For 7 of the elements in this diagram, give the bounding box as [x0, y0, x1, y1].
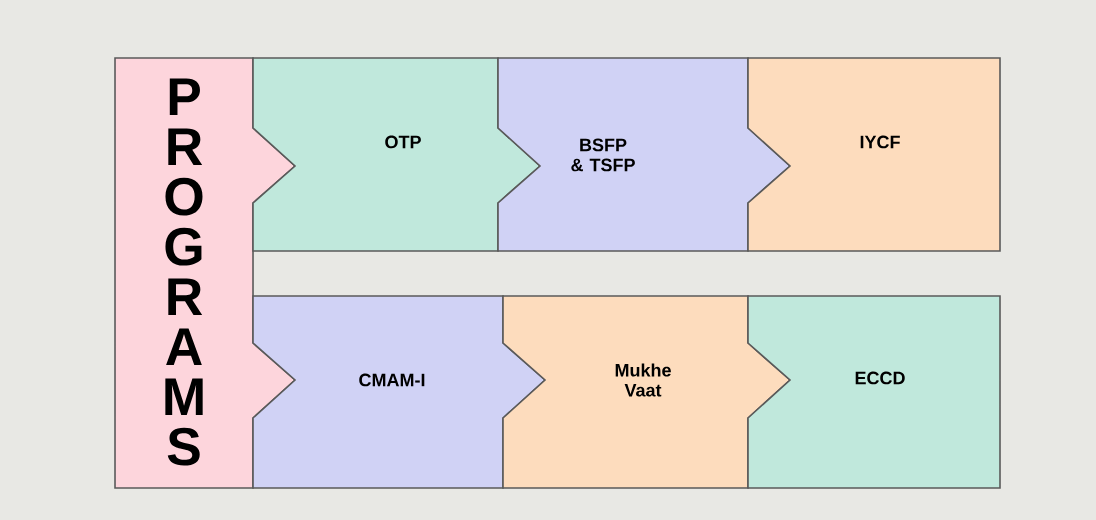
program-box: BSFP & TSFP [497, 57, 792, 252]
program-box: OTP [252, 57, 542, 252]
program-box: Mukhe Vaat [502, 295, 792, 489]
program-box: IYCF [747, 57, 1001, 252]
program-box: CMAM-I [252, 295, 547, 489]
program-box: ECCD [747, 295, 1001, 489]
heading-panel: PROGRAMS [114, 57, 297, 489]
